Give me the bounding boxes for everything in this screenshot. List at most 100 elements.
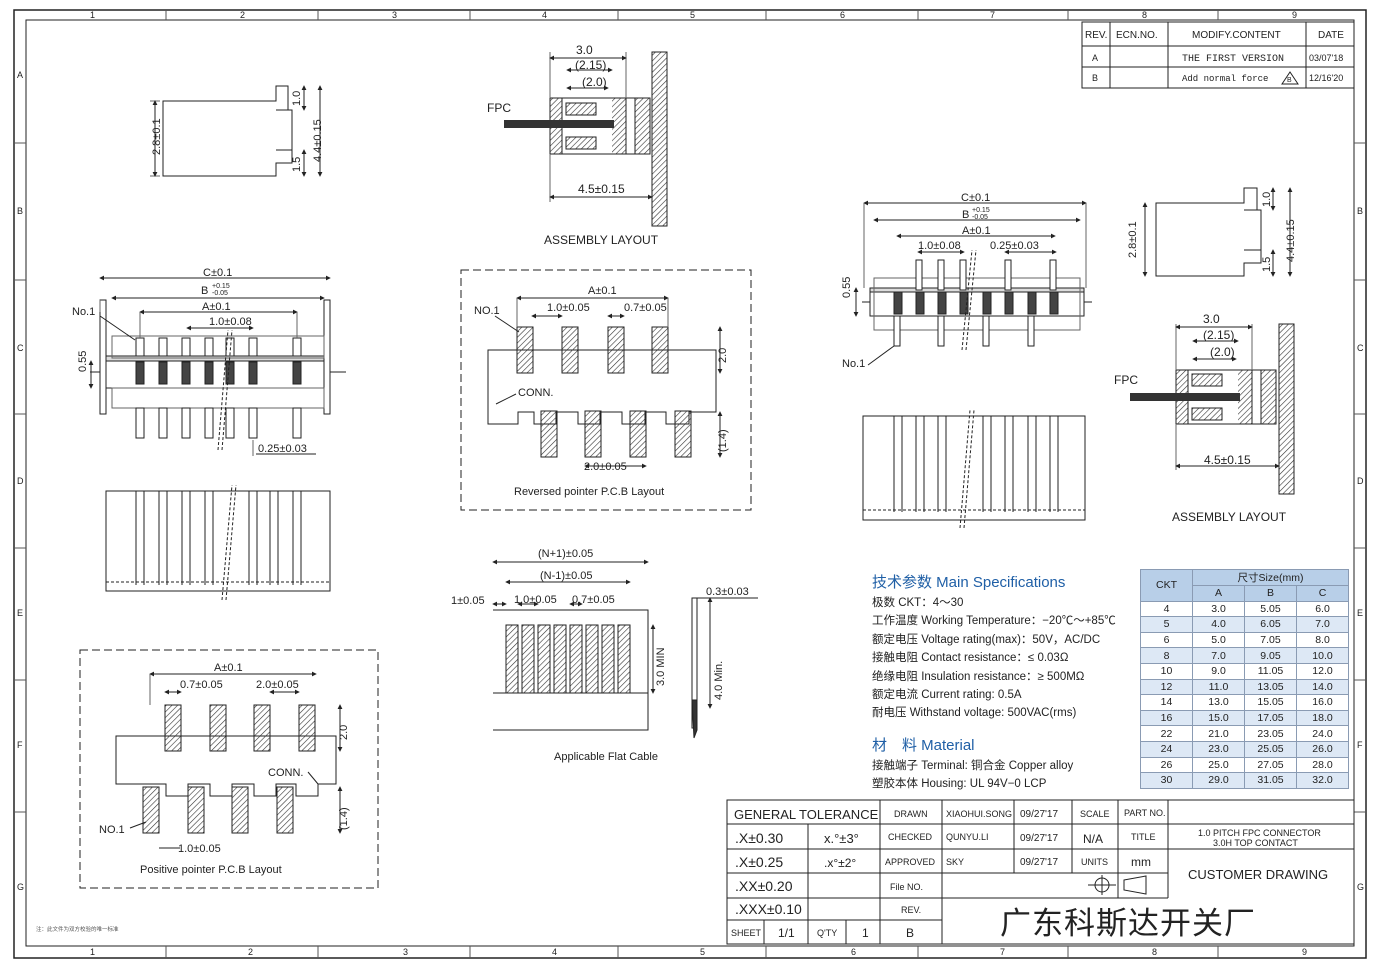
cell: 9.0 (1192, 662, 1245, 680)
cell: 30 (1140, 772, 1193, 789)
rev-conn: CONN. (518, 387, 553, 399)
pos-h-1-4: (1.4) (338, 807, 350, 830)
row-label-f-right: F (1357, 740, 1363, 750)
cell: 6.05 (1244, 616, 1297, 633)
cell: 14.0 (1296, 678, 1349, 696)
qty-value: 1 (862, 926, 869, 940)
dim-pitch-left: 1.0±0.08 (209, 316, 252, 328)
rev-value: B (906, 926, 914, 940)
reversed-pcb-labels: A±0.1 NO.1 1.0±0.05 0.7±0.05 2.0 (1.4) C… (474, 285, 729, 498)
file-no-label: File NO. (890, 882, 923, 892)
size-table-subheader: A B C (1141, 585, 1349, 602)
side-view-top-left (150, 85, 323, 177)
cell: 14 (1140, 694, 1193, 711)
cell: 29.0 (1192, 772, 1245, 789)
cell: 16 (1140, 709, 1193, 727)
col-ticks (14, 10, 1366, 958)
cell: 3.0 (1192, 600, 1245, 618)
row-label-d: D (17, 476, 24, 486)
rev-b-mark: B (1287, 77, 1292, 84)
cell: 7.0 (1192, 647, 1245, 664)
size-group-header: 尺寸Size(mm) (1192, 569, 1349, 586)
ang-2: .x°±2° (824, 856, 856, 870)
col-label-5b: 5 (700, 947, 705, 957)
dim-a-left: A±0.1 (202, 301, 231, 313)
row-label-e-right: E (1357, 608, 1363, 618)
col-label-6b: 6 (851, 947, 856, 957)
revision-table (1081, 21, 1355, 89)
cell: 10 (1140, 662, 1193, 680)
factory-name: 广东科斯达开关厂 (1000, 906, 1256, 942)
plan-view-left-labels: C±0.1 B +0.15 -0.05 A±0.1 1.0±0.08 No.1 … (72, 267, 307, 455)
cell: 25.05 (1244, 740, 1297, 758)
col-label-1: 1 (90, 10, 95, 20)
cell: 8 (1140, 647, 1193, 664)
pos-pitch: 1.0±0.05 (178, 843, 221, 855)
cell: 4 (1140, 600, 1193, 618)
dim-4-5-right: 4.5±0.15 (1204, 453, 1251, 467)
grid-labels: 1 2 3 4 5 6 7 8 9 1 2 3 4 5 6 7 8 9 A B … (17, 10, 1364, 957)
sheet-label: SHEET (731, 928, 762, 938)
pos-pad: 0.7±0.05 (180, 679, 223, 691)
pos-h-2-0: 2.0 (338, 725, 350, 740)
col-label-2b: 2 (248, 947, 253, 957)
rev-label: REV. (901, 905, 921, 915)
cell: 27.05 (1244, 756, 1297, 774)
rev-h-rev: REV. (1085, 30, 1107, 41)
specifications: 技术参数 Main Specifications 极数 CKT：4～30 工作温… (872, 572, 1134, 794)
rev-a-date: 03/07'18 (1309, 53, 1343, 63)
part-no-label: PART NO. (1124, 808, 1166, 818)
cell: 10.0 (1296, 647, 1349, 664)
customer-drawing: CUSTOMER DRAWING (1188, 867, 1328, 882)
cable-thick: 0.3±0.03 (706, 586, 749, 598)
scale-label: SCALE (1080, 809, 1110, 819)
assembly-layout-right (1130, 323, 1295, 495)
assembly-layout-top-labels: 3.0 (2.15) (2.0) FPC 4.5±0.15 ASSEMBLY L… (487, 43, 659, 247)
rev-a: A (1092, 53, 1098, 63)
cell: 15.05 (1244, 694, 1297, 711)
tol-1: .X±0.30 (735, 830, 783, 846)
col-c-header: C (1296, 585, 1349, 602)
dim-b-tol-up-right: +0.15 (972, 207, 990, 214)
col-label-5: 5 (690, 10, 695, 20)
dim-b-right: B (962, 209, 969, 221)
rev-dim-a: A±0.1 (588, 285, 617, 297)
fpc-label-top: FPC (487, 101, 511, 115)
col-label-6: 6 (840, 10, 845, 20)
row-label-c: C (17, 343, 24, 353)
no1-left: No.1 (72, 306, 95, 318)
cell: 13.0 (1192, 694, 1245, 711)
cable-min3: 3.0 MIN (655, 647, 667, 686)
col-label-4b: 4 (552, 947, 557, 957)
pos-dim-a: A±0.1 (214, 662, 243, 674)
title-block-text: GENERAL TOLERANCE .X±0.30 .X±0.25 .XX±0.… (731, 807, 1328, 940)
spec-line: 绝缘电阻 Insulation resistance：≥ 500MΩ (872, 670, 1085, 683)
cable-min4: 4.0 Min. (713, 661, 725, 700)
assembly-layout-title-right: ASSEMBLY LAYOUT (1172, 510, 1287, 524)
material-title: 材 料 Material (872, 736, 975, 754)
dim-0-55-right: 0.55 (841, 277, 853, 298)
dim-1-0: 1.0 (291, 91, 303, 106)
cell: 23.0 (1192, 740, 1245, 758)
rev-pitch: 1.0±0.05 (547, 302, 590, 314)
dim-c-left: C±0.1 (203, 267, 232, 279)
revision-text: REV. ECN.NO. MODIFY.CONTENT DATE A THE F… (1085, 30, 1344, 84)
checked-date: 09/27'17 (1020, 833, 1058, 844)
sheet-value: 1/1 (778, 926, 795, 940)
cell: 15.0 (1192, 709, 1245, 727)
units-value: mm (1131, 855, 1151, 869)
tol-4: .XXX±0.10 (735, 901, 802, 917)
rev-b-content: Add normal force (1182, 74, 1268, 84)
housing-view-left (105, 484, 331, 601)
rev-h-date: DATE (1318, 30, 1344, 41)
cell: 11.0 (1192, 678, 1245, 696)
no1-right: No.1 (842, 358, 865, 370)
title-label: TITLE (1131, 832, 1156, 842)
approved-label: APPROVED (885, 857, 936, 867)
checked-by: QUNYU.LI (946, 832, 989, 842)
